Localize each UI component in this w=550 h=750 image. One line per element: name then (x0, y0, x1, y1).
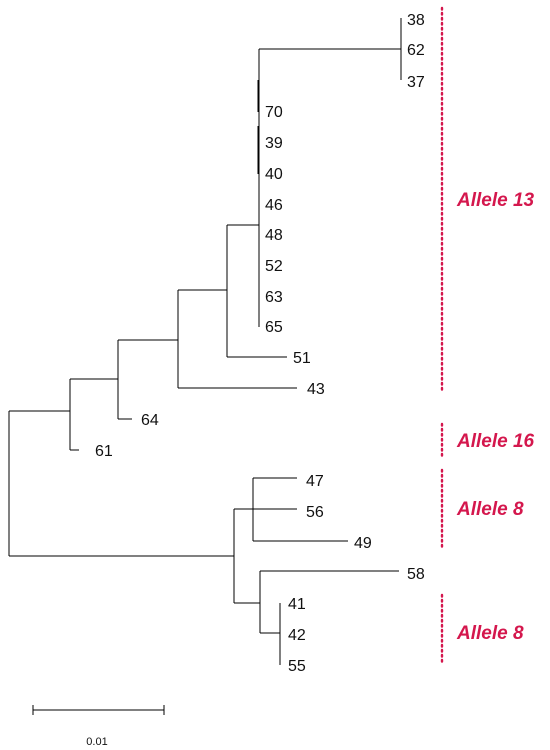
allele-16-label: Allele 16 (456, 431, 535, 452)
tip-label: 38 (407, 12, 425, 29)
tip-label: 51 (293, 350, 311, 367)
tip-label: 64 (141, 412, 159, 429)
tip-label: 41 (288, 596, 306, 613)
tip-label: 46 (265, 197, 283, 214)
allele-8-lower-label: Allele 8 (456, 623, 524, 644)
scale-bar-label: 0.01 (86, 736, 107, 748)
tip-label: 56 (306, 504, 324, 521)
tip-label: 43 (307, 381, 325, 398)
tip-label: 37 (407, 74, 425, 91)
allele-8-upper-label: Allele 8 (456, 499, 524, 520)
tip-label: 61 (95, 443, 113, 460)
tip-label: 62 (407, 42, 425, 59)
tip-label: 42 (288, 627, 306, 644)
tip-label: 48 (265, 227, 283, 244)
tip-label: 65 (265, 319, 283, 336)
tip-label: 40 (265, 166, 283, 183)
tip-label: 58 (407, 566, 425, 583)
tip-label: 47 (306, 473, 324, 490)
scale-bar: 0.01 (32, 705, 165, 748)
tip-label: 49 (354, 535, 372, 552)
tip-label: 55 (288, 658, 306, 675)
tip-label: 39 (265, 135, 283, 152)
tip-label: 70 (265, 104, 283, 121)
tip-label: 52 (265, 258, 283, 275)
tip-label: 63 (265, 289, 283, 306)
allele-13-label: Allele 13 (456, 190, 535, 211)
